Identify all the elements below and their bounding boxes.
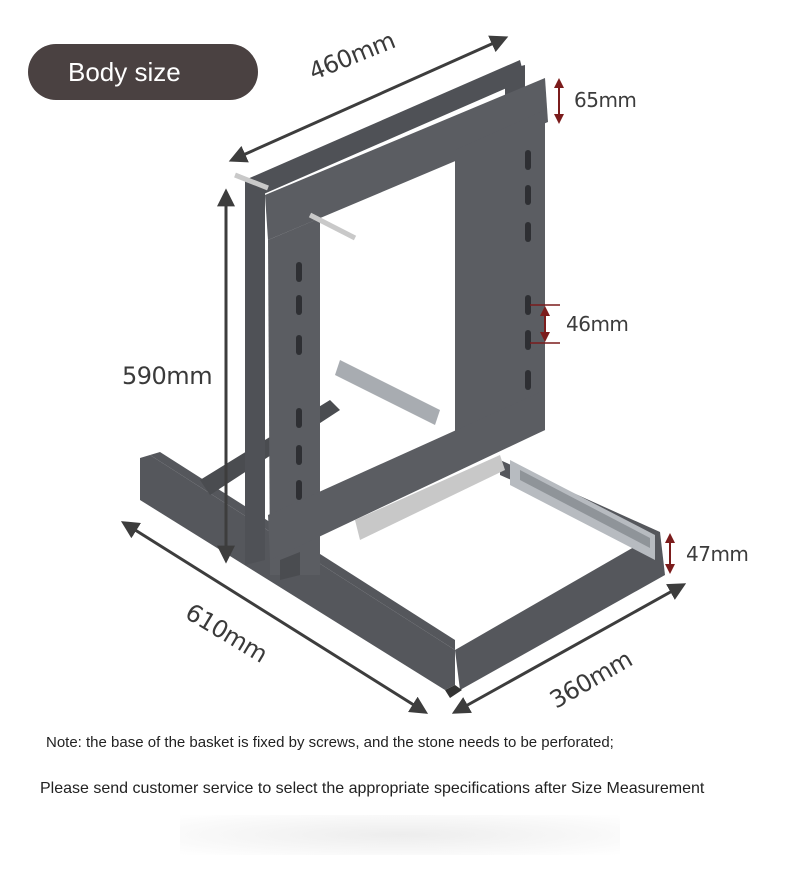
- frame-slots: [296, 150, 531, 500]
- badge-label: Body size: [68, 56, 181, 87]
- arrow-460: [228, 35, 509, 163]
- blurred-reflection: [180, 815, 620, 855]
- slide-rail: [510, 460, 655, 560]
- arrow-610: [120, 521, 429, 714]
- body-size-badge: Body size: [28, 44, 258, 100]
- screws: [234, 172, 357, 241]
- note-line-1: Note: the base of the basket is fixed by…: [46, 734, 614, 751]
- dim-46: 46mm: [566, 312, 629, 336]
- dim-590: 590mm: [122, 362, 213, 390]
- middle-plate: [335, 360, 505, 540]
- base-frame: [140, 400, 665, 698]
- arrow-46: [530, 304, 560, 344]
- arrow-360: [451, 583, 687, 714]
- dim-65: 65mm: [574, 88, 637, 112]
- dim-47: 47mm: [686, 542, 749, 566]
- product-illustration: [120, 35, 687, 714]
- note-line-2: Please send customer service to select t…: [40, 780, 705, 797]
